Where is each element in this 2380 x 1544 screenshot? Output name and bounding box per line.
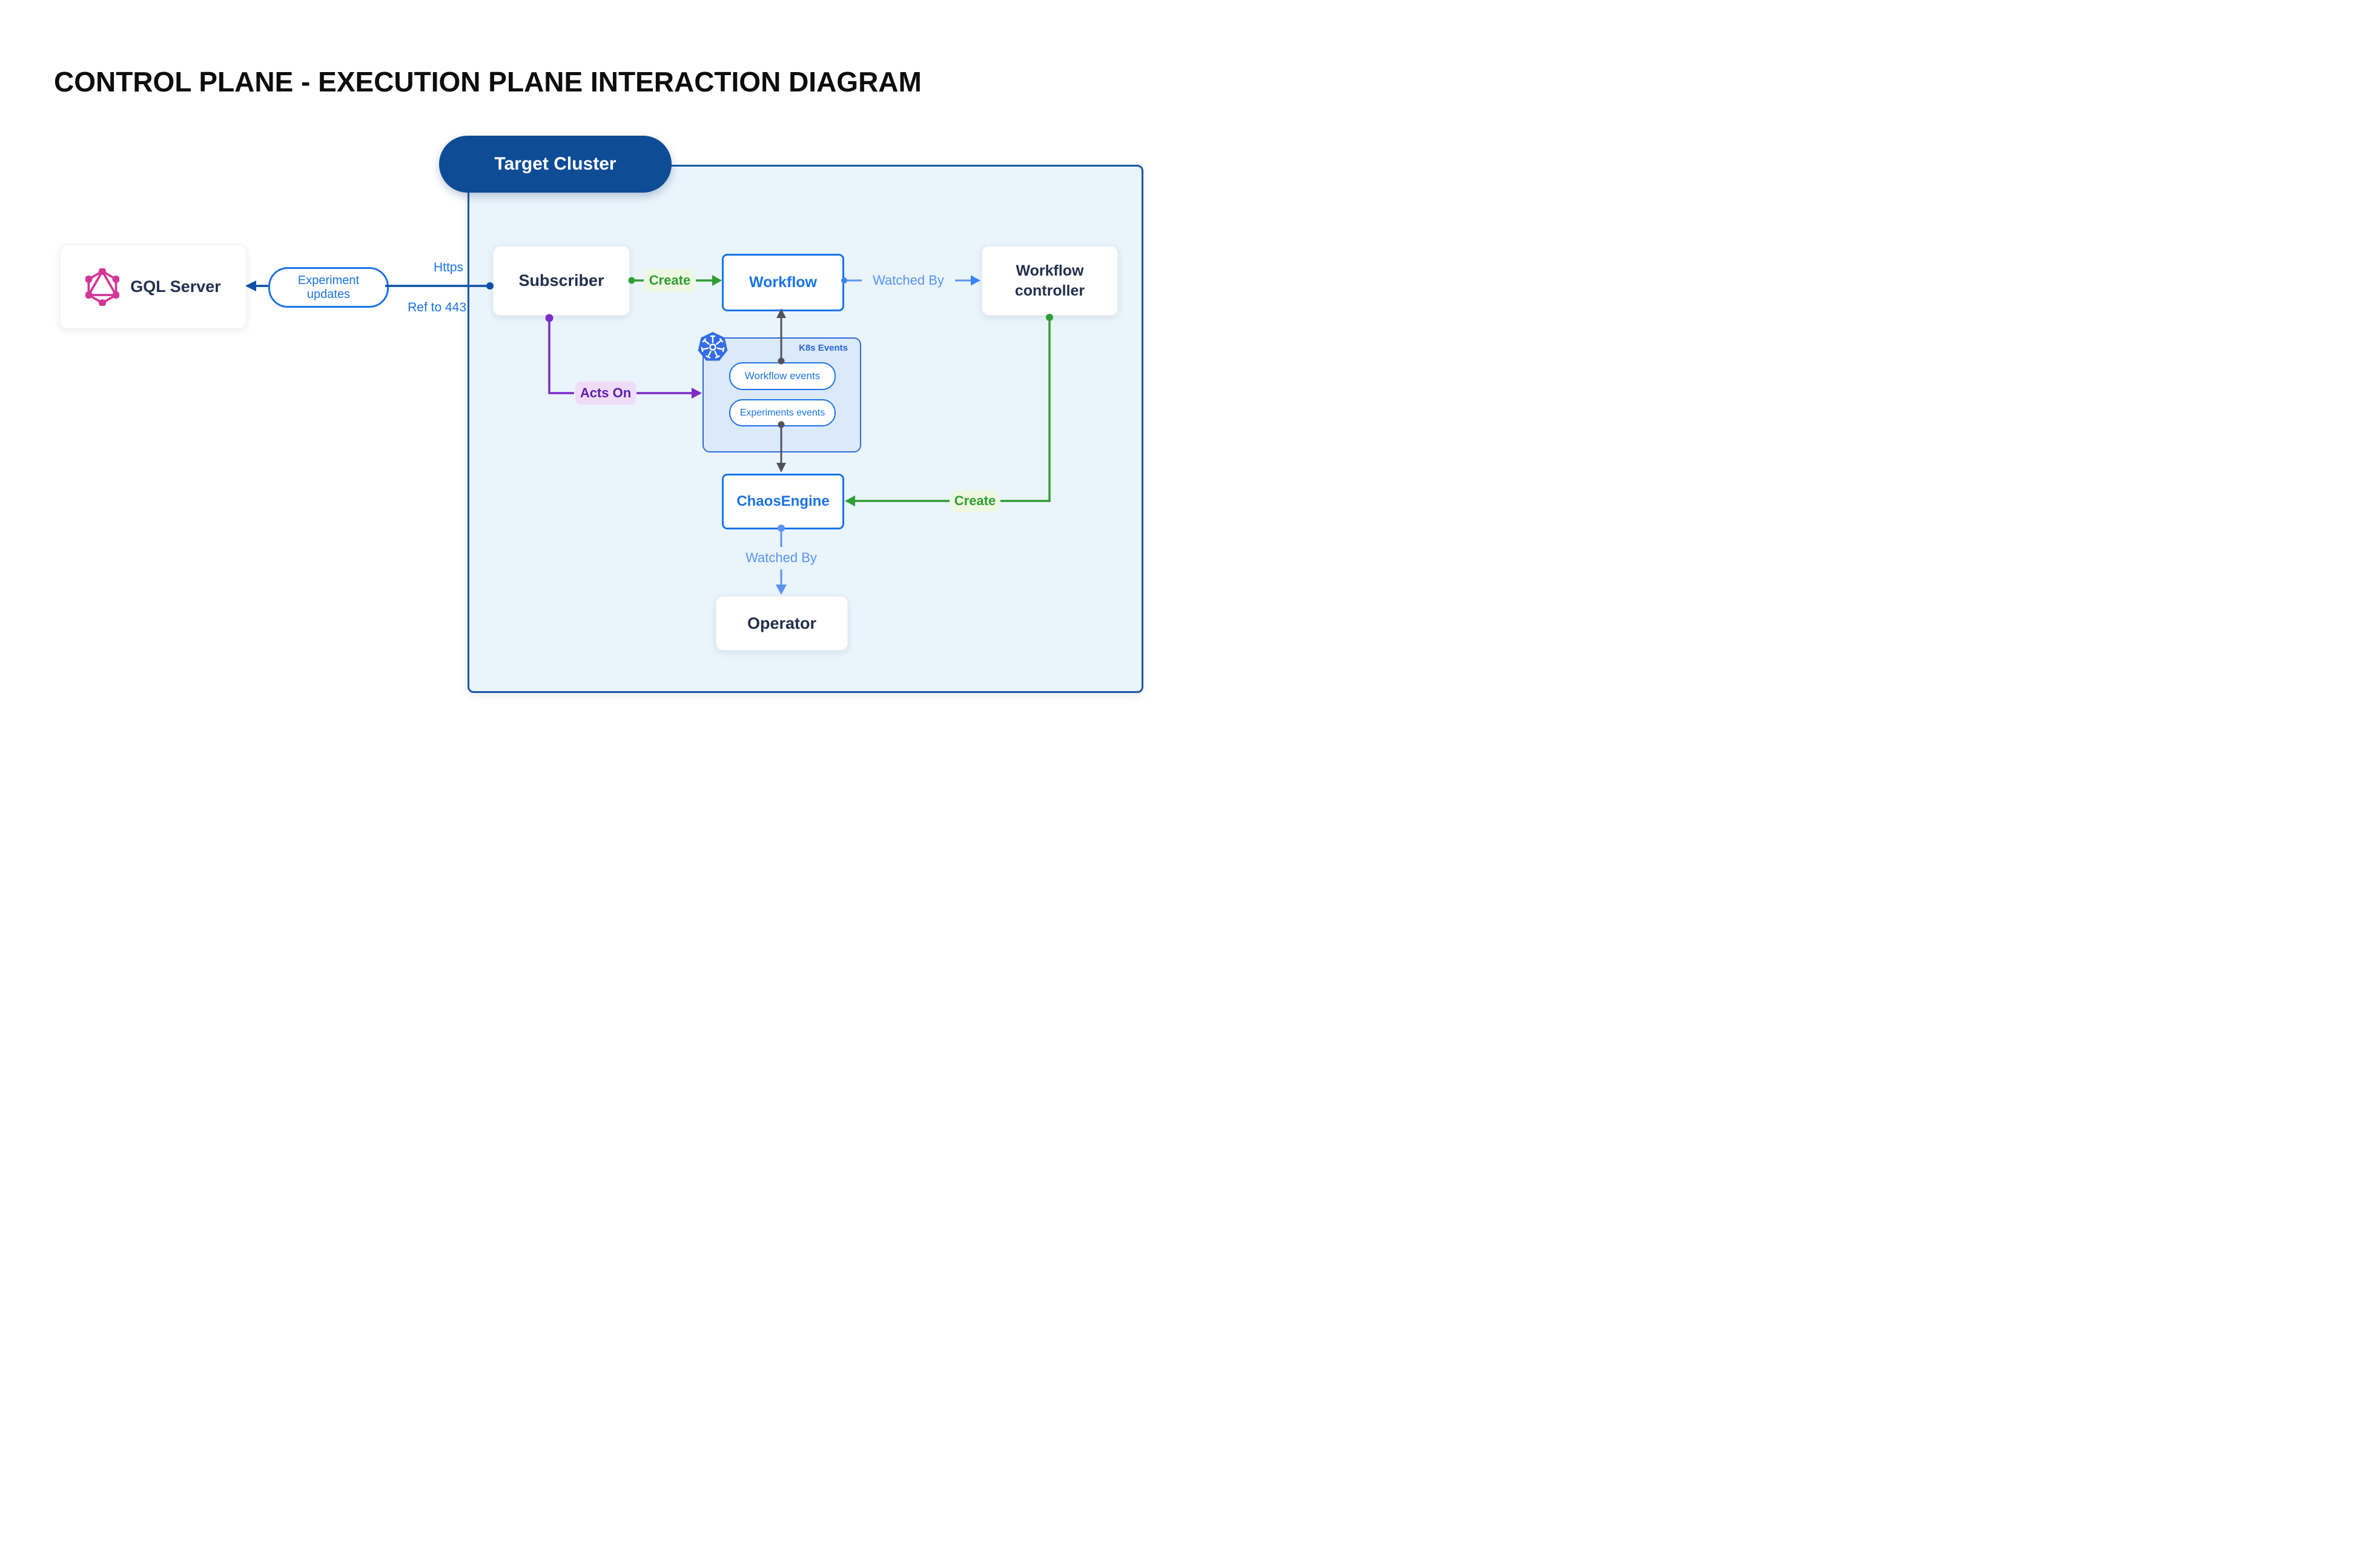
workflow-controller-label: Workflow controller [1014, 262, 1085, 299]
graphql-icon [85, 268, 120, 306]
ref-443-label: Ref to 443 [408, 300, 466, 314]
workflow-label: Workflow [749, 274, 818, 291]
gql-server-label: GQL Server [130, 277, 221, 296]
subscriber-node: Subscriber [493, 246, 630, 316]
target-cluster-label: Target Cluster [494, 154, 616, 174]
workflow-node: Workflow [722, 254, 844, 311]
acts-on-label: Acts On [575, 382, 636, 405]
https-label: Https [433, 260, 463, 274]
kubernetes-icon [698, 332, 728, 361]
k8s-events-label: K8s Events [799, 343, 848, 353]
target-cluster-pill: Target Cluster [439, 136, 672, 193]
experiment-updates-text: Experiment updates [297, 273, 360, 301]
subscriber-label: Subscriber [518, 271, 604, 290]
workflow-controller-node: Workflow controller [982, 246, 1118, 316]
operator-node: Operator [716, 596, 848, 651]
create-workflow-label: Create [645, 269, 695, 292]
diagram-canvas: CONTROL PLANE - EXECUTION PLANE INTERACT… [0, 0, 1190, 772]
watched-by-workflow-label: Watched By [873, 273, 944, 288]
workflow-events-pill: Workflow events [729, 362, 836, 390]
operator-label: Operator [747, 614, 817, 632]
chaos-engine-node: ChaosEngine [722, 474, 844, 529]
gql-server-node: GQL Server [60, 245, 246, 329]
experiments-events-label: Experiments events [739, 407, 825, 418]
experiment-updates-label: Experiment updates [268, 267, 389, 308]
experiments-events-pill: Experiments events [729, 399, 836, 426]
watched-by-operator-label: Watched By [745, 550, 817, 565]
chaos-engine-label: ChaosEngine [736, 493, 830, 509]
page-title: CONTROL PLANE - EXECUTION PLANE INTERACT… [54, 66, 922, 98]
create-chaosengine-label: Create [951, 490, 999, 512]
workflow-events-label: Workflow events [744, 370, 821, 382]
